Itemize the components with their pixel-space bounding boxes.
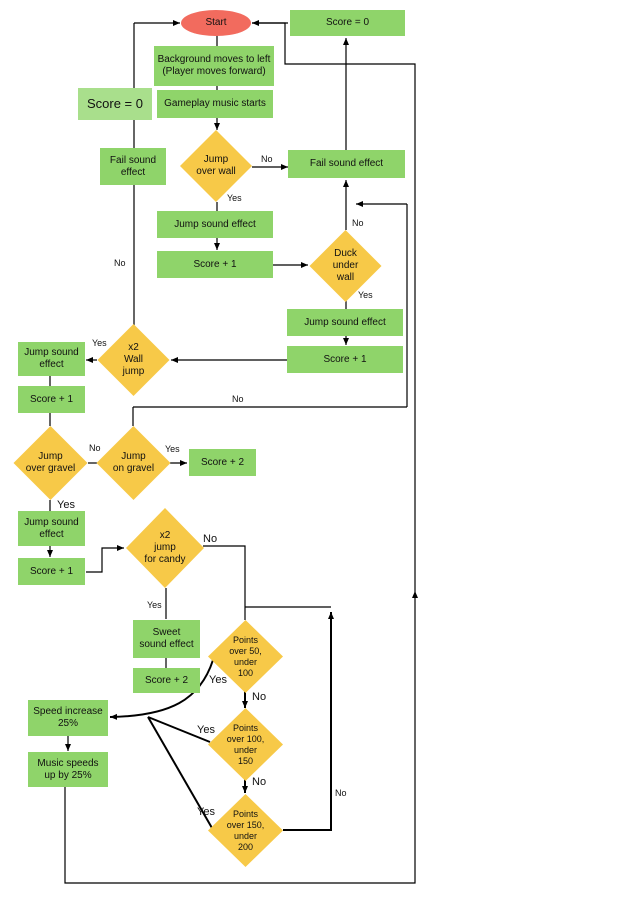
score-plus-1-b-label: Score + 1: [323, 353, 367, 365]
jump-sound-2-box: Jump sound effect: [287, 309, 403, 336]
edge-label-no-gravel: No: [89, 443, 101, 453]
score-plus-1-d-box: Score + 1: [18, 558, 85, 585]
edge-label-no-p150: No: [335, 788, 347, 798]
jump-sound-3-label: Jump sound effect: [24, 347, 79, 370]
edge-label-yes-gravel-on: Yes: [165, 444, 180, 454]
start-node: Start: [181, 10, 251, 36]
score-plus-1-a-box: Score + 1: [157, 251, 273, 278]
points-150-200-label: Points over 150, under 200: [226, 808, 265, 852]
fail-sound-right-box: Fail sound effect: [288, 150, 405, 178]
background-moves-box: Background moves to left (Player moves f…: [154, 46, 274, 86]
score-plus-1-b-box: Score + 1: [287, 346, 403, 373]
score-plus-2-b-label: Score + 2: [144, 674, 189, 686]
x2-wall-jump-label: x2 Wall jump: [122, 342, 145, 377]
points-100-150-decision: Points over 100, under 150: [208, 708, 283, 781]
edge-label-no-p100: No: [252, 776, 267, 788]
music-speeds-label: Music speeds up by 25%: [37, 757, 99, 781]
fail-sound-right-label: Fail sound effect: [309, 158, 384, 169]
speed-increase-label: Speed increase 25%: [33, 706, 103, 729]
jump-over-wall-decision: Jump over wall: [180, 130, 252, 202]
edge-label-yes-duck: Yes: [358, 290, 373, 300]
jump-on-gravel-label: Jump on gravel: [112, 451, 155, 474]
jump-over-gravel-decision: Jump over gravel: [13, 426, 88, 500]
score-plus-2-a-box: Score + 2: [189, 449, 256, 476]
x2-jump-candy-label: x2 jump for candy: [144, 530, 186, 565]
score-plus-1-a-label: Score + 1: [193, 258, 237, 270]
jump-sound-1-label: Jump sound effect: [174, 218, 256, 230]
edge-label-no-left-loop: No: [114, 258, 126, 268]
jump-sound-4-box: Jump sound effect: [18, 511, 85, 546]
score-plus-1-c-label: Score + 1: [29, 393, 74, 405]
x2-jump-candy-decision: x2 jump for candy: [126, 508, 204, 588]
duck-under-wall-decision: Duck under wall: [309, 230, 382, 302]
gameplay-music-box: Gameplay music starts: [157, 90, 273, 118]
edge-label-yes-candy: Yes: [147, 600, 162, 610]
jump-sound-1-box: Jump sound effect: [157, 211, 273, 238]
x2-wall-jump-decision: x2 Wall jump: [97, 324, 170, 396]
points-50-100-decision: Points over 50, under 100: [208, 620, 283, 693]
edge-label-no-wall-loop: No: [232, 394, 244, 404]
edge-label-no-p50: No: [252, 691, 267, 703]
background-moves-label: Background moves to left (Player moves f…: [157, 54, 271, 77]
edge-label-yes-gravel-over: Yes: [57, 499, 75, 511]
edge-label-yes-x2-wall: Yes: [92, 338, 107, 348]
edge-label-no-candy: No: [203, 533, 218, 545]
edge-label-yes-p100: Yes: [197, 724, 215, 736]
score-zero-left-label: Score = 0: [86, 96, 143, 111]
music-speeds-box: Music speeds up by 25%: [28, 752, 108, 787]
score-zero-left-box: Score = 0: [78, 88, 152, 120]
points-150-200-decision: Points over 150, under 200: [208, 794, 283, 867]
score-plus-2-a-label: Score + 2: [200, 456, 245, 468]
jump-over-gravel-label: Jump over gravel: [25, 451, 76, 474]
edge-label-yes-p150: Yes: [197, 806, 215, 818]
points-100-150-label: Points over 100, under 150: [226, 722, 265, 766]
start-label: Start: [205, 17, 227, 28]
score-plus-1-c-box: Score + 1: [18, 386, 85, 413]
score-zero-right-box: Score = 0: [290, 10, 405, 36]
duck-under-wall-label: Duck under wall: [332, 248, 359, 283]
fail-sound-left-label: Fail sound effect: [109, 154, 157, 178]
points-50-100-label: Points over 50, under 100: [229, 634, 262, 678]
gameplay-music-label: Gameplay music starts: [164, 98, 266, 109]
speed-increase-box: Speed increase 25%: [28, 700, 108, 736]
fail-sound-left-box: Fail sound effect: [100, 148, 166, 185]
edge-label-yes-p50: Yes: [209, 674, 227, 686]
edge-label-yes-jump-wall: Yes: [227, 193, 242, 203]
score-plus-2-b-box: Score + 2: [133, 668, 200, 693]
sweet-sound-label: Sweet sound effect: [139, 627, 194, 650]
score-plus-1-d-label: Score + 1: [29, 565, 74, 577]
jump-over-wall-label: Jump over wall: [196, 154, 236, 177]
jump-on-gravel-decision: Jump on gravel: [96, 426, 171, 500]
jump-sound-3-box: Jump sound effect: [18, 342, 85, 376]
score-zero-right-label: Score = 0: [325, 17, 370, 28]
jump-sound-2-label: Jump sound effect: [304, 316, 386, 328]
edge-label-no-duck: No: [352, 218, 364, 228]
jump-sound-4-label: Jump sound effect: [24, 516, 79, 540]
edge-label-no-jump-wall: No: [261, 154, 273, 164]
sweet-sound-box: Sweet sound effect: [133, 620, 200, 658]
